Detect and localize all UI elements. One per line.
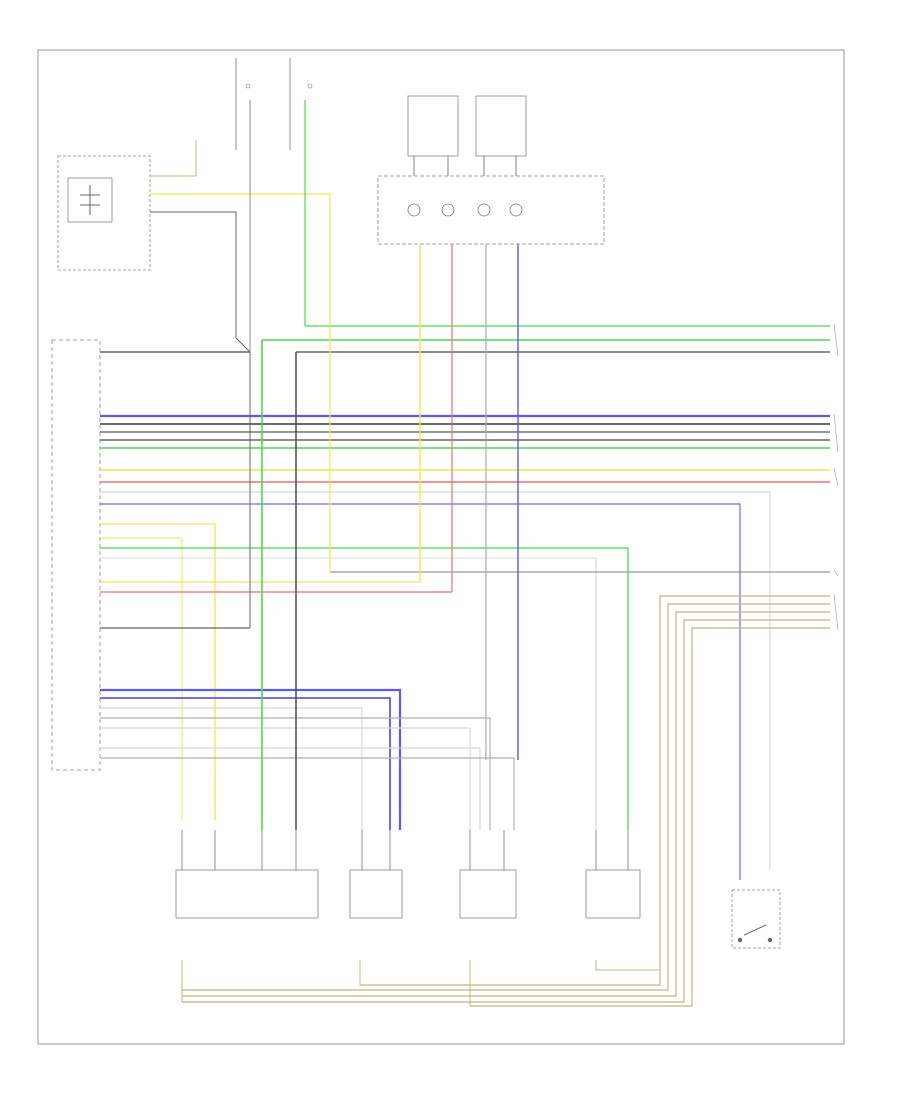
driver-reader-module bbox=[57, 155, 151, 271]
wire-black bbox=[150, 211, 251, 628]
wire-white bbox=[100, 727, 471, 830]
harness-terminators bbox=[833, 323, 839, 631]
wire-yellow bbox=[150, 193, 331, 572]
wire-tan bbox=[182, 619, 830, 1003]
wire-tan bbox=[182, 611, 830, 997]
wire-green bbox=[100, 547, 629, 830]
main-harness bbox=[100, 325, 830, 1007]
wire-blue bbox=[100, 503, 741, 880]
power-fuse-right bbox=[289, 58, 313, 150]
wire-tan bbox=[182, 603, 830, 991]
rear-sensor-right bbox=[475, 95, 527, 157]
vertical-wires bbox=[150, 100, 660, 1006]
wire-blue bbox=[100, 688, 402, 830]
wire-blue bbox=[100, 697, 391, 830]
diagram-frame bbox=[37, 49, 845, 1045]
power-fuse-left bbox=[235, 58, 251, 150]
wire-tan bbox=[150, 140, 197, 177]
wire-yellow bbox=[100, 523, 216, 820]
wire-white bbox=[100, 747, 481, 830]
side-sensor-1 bbox=[349, 830, 403, 919]
seat-belt-sensor bbox=[585, 830, 641, 919]
wire-yellow bbox=[100, 537, 183, 820]
rear-sensor-left bbox=[407, 95, 459, 157]
wire-white bbox=[100, 491, 771, 870]
control-module bbox=[51, 339, 101, 771]
front-sensor-pair bbox=[175, 830, 319, 919]
side-sensor-2 bbox=[459, 830, 517, 919]
wire-tan bbox=[595, 960, 660, 971]
wire-white bbox=[100, 707, 363, 830]
passenger-switch bbox=[731, 889, 781, 949]
wire-gray bbox=[100, 757, 515, 830]
wire-tan bbox=[470, 627, 830, 1007]
wire-gray bbox=[100, 717, 491, 830]
wire-white bbox=[100, 557, 597, 830]
center-module bbox=[377, 175, 605, 245]
wire-tan bbox=[360, 595, 830, 986]
